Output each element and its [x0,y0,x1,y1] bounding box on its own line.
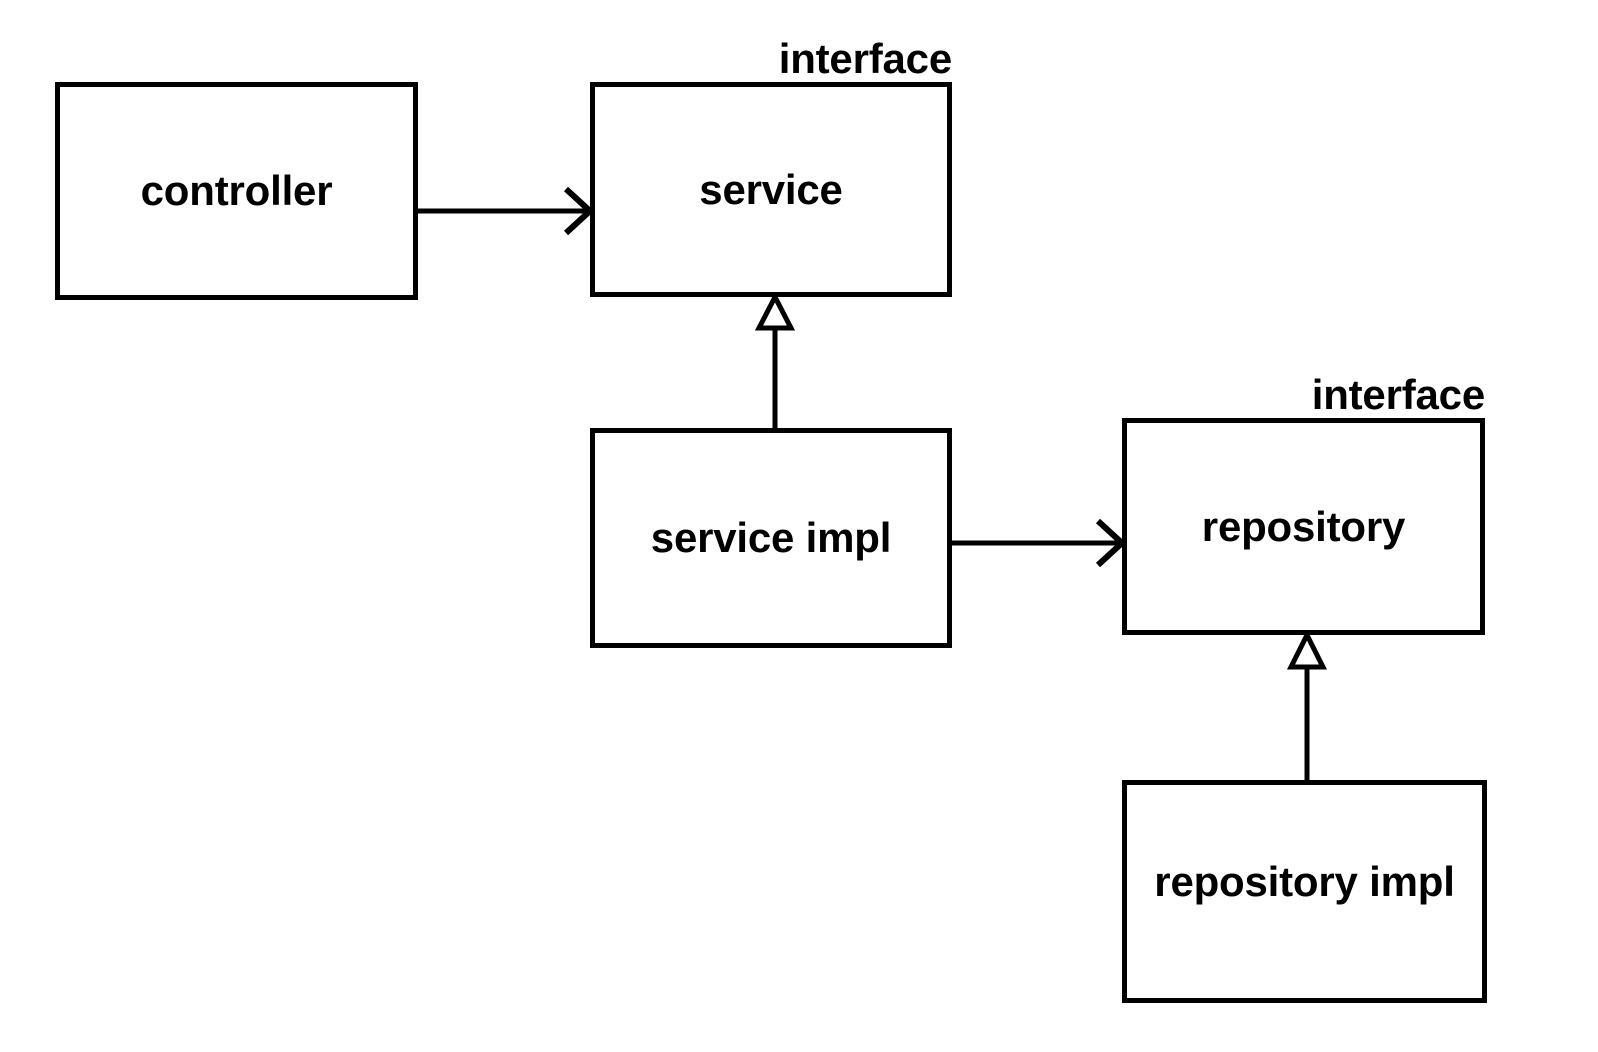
edge-controller-to-service [418,186,595,236]
edge-service-impl-to-repository [952,518,1127,568]
open-v-arrowhead-icon [563,186,595,236]
uml-node-service-impl[interactable]: service impl [590,428,952,648]
uml-node-label: service impl [650,514,892,561]
edge-service-impl-to-service [754,291,796,428]
uml-node-service[interactable]: service [590,82,952,297]
uml-node-label: repository [1201,502,1406,550]
hollow-triangle-arrowhead-icon [754,291,796,331]
uml-node-repository[interactable]: repository [1122,418,1485,635]
stereotype-label-repository: interface [1311,371,1485,418]
uml-node-repository-impl[interactable]: repository impl [1122,780,1487,1003]
open-v-arrowhead-icon [1095,518,1127,568]
stereotype-label-service: interface [778,35,952,82]
hollow-triangle-arrowhead-icon [1286,629,1328,670]
uml-node-label: repository impl [1154,857,1455,905]
uml-node-controller[interactable]: controller [55,82,418,300]
uml-node-label: controller [140,167,333,214]
edge-repository-impl-to-repository [1286,629,1328,780]
uml-node-label: service [699,165,843,213]
